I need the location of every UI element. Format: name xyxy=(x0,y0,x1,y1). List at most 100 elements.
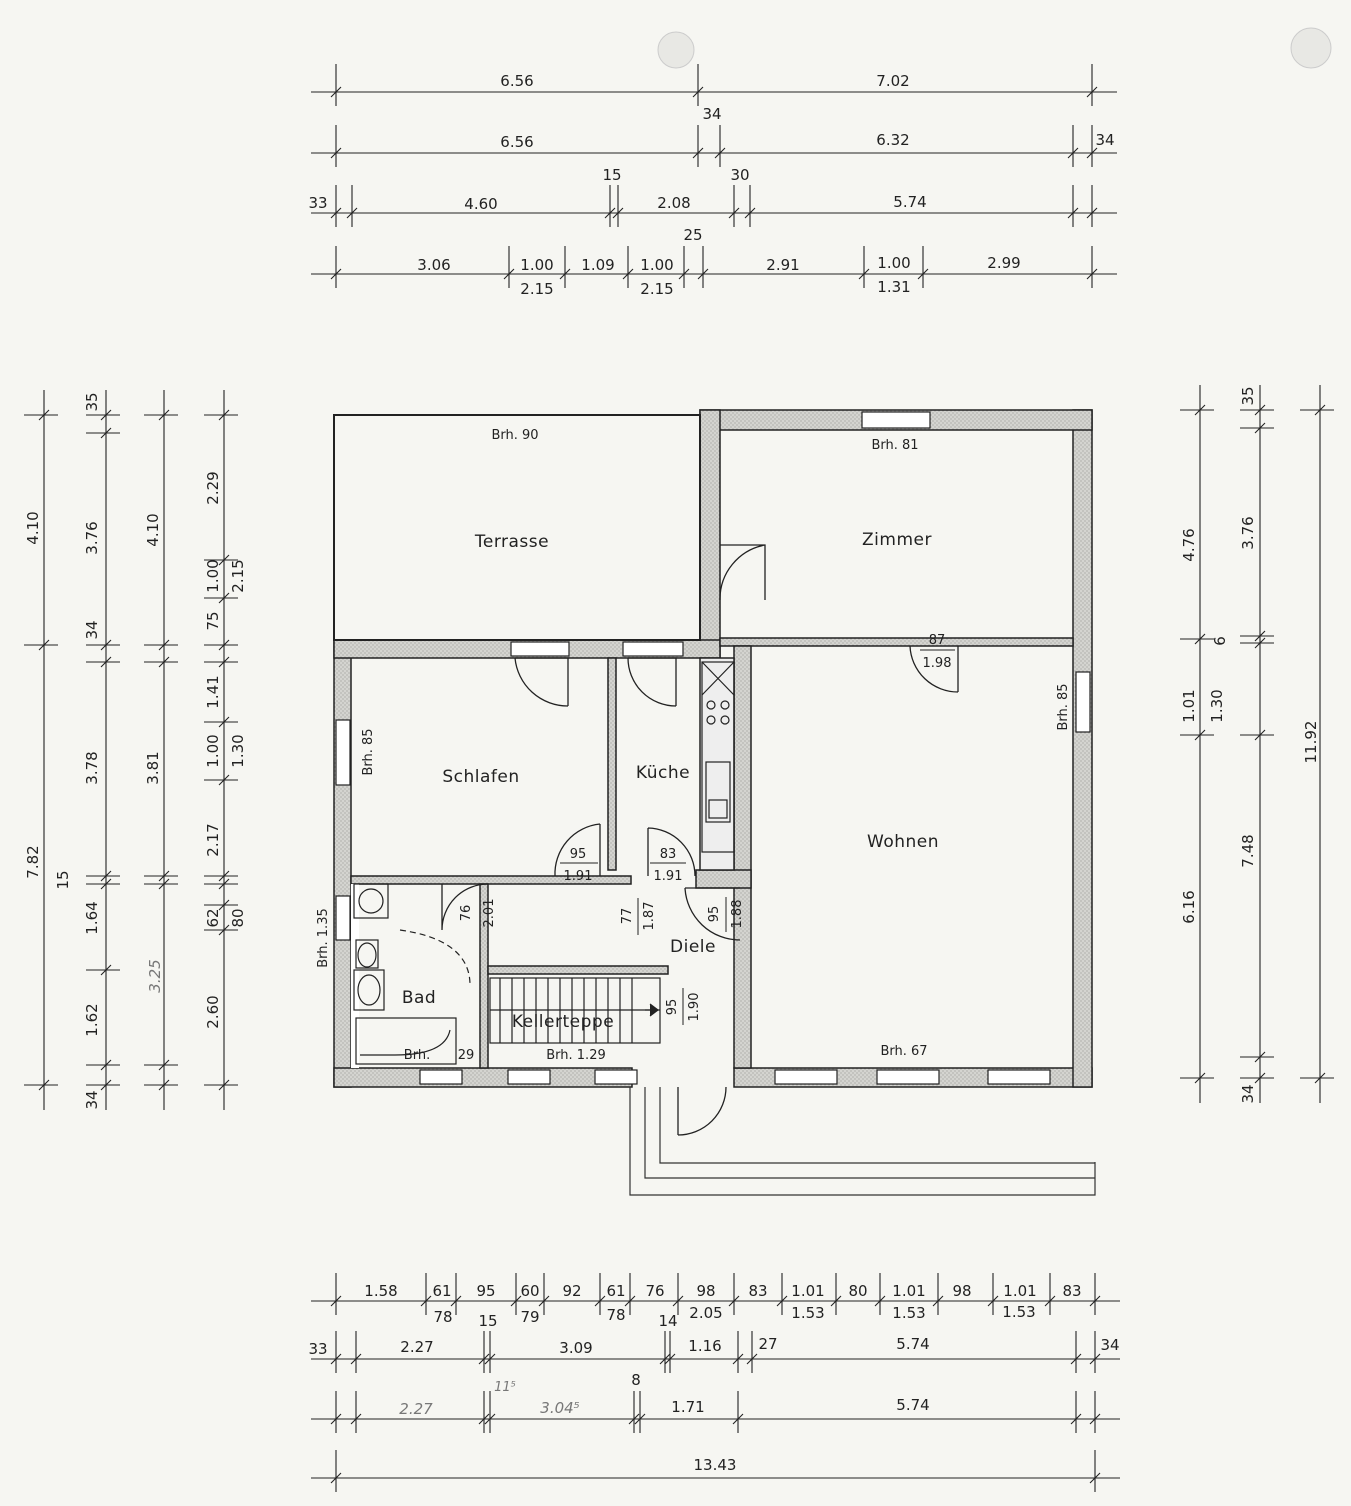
dimension-label: 3.25 xyxy=(146,959,164,992)
dimension-tick xyxy=(1086,268,1098,280)
dimension-tick xyxy=(38,639,50,651)
room-label-schlafen: Schlafen xyxy=(442,767,519,787)
room-label-wohnen: Wohnen xyxy=(867,832,939,852)
dimension-label: 35 xyxy=(1239,386,1257,405)
dimension-label: 83 xyxy=(748,1282,767,1300)
dimension-label: 1.01 xyxy=(1180,689,1198,722)
dimension-label: 6 xyxy=(1211,636,1229,646)
dimension-tick xyxy=(1086,147,1098,159)
dimension-label: 7.48 xyxy=(1239,834,1257,867)
dimension-label: 2.60 xyxy=(204,995,222,1028)
room-label-kueche: Küche xyxy=(636,763,690,783)
dimension-label: 2.27 xyxy=(399,1400,433,1418)
dimension-tick xyxy=(830,1295,842,1307)
dimension-tick xyxy=(1254,637,1266,649)
dimension-tick xyxy=(218,716,230,728)
dimension-label: 11⁵ xyxy=(494,1380,516,1395)
room-labels: Terrasse Zimmer Schlafen Küche Wohnen Di… xyxy=(402,530,939,1032)
dimension-label: 1.71 xyxy=(671,1398,704,1416)
dimension-label: 75 xyxy=(204,611,222,630)
dimension-tick xyxy=(100,964,112,976)
dimension-tick xyxy=(510,1295,522,1307)
brh-wohnen-right: Brh. 85 xyxy=(1056,683,1071,730)
dimension-tick xyxy=(484,1353,496,1365)
dimension-tick xyxy=(330,1413,342,1425)
dimension-label: 3.78 xyxy=(83,751,101,784)
dimension-label: 2.29 xyxy=(204,471,222,504)
dimension-tick xyxy=(1086,86,1098,98)
dimension-label: 34 xyxy=(1239,1084,1257,1103)
dimension-label: 95 xyxy=(476,1282,495,1300)
sill-heights: Brh. 90 Brh. 81 Brh. 85 Brh. 85 Brh. 1.3… xyxy=(316,428,1071,1063)
dimension-tick xyxy=(100,409,112,421)
dimension-label: 2.27 xyxy=(400,1338,433,1356)
dimension-tick xyxy=(728,1295,740,1307)
dimension-label: 78 xyxy=(433,1308,452,1326)
dimension-tick xyxy=(1089,1295,1101,1307)
entry-stoop xyxy=(629,1087,1096,1196)
dimension-tick xyxy=(218,924,230,936)
dimension-label: 25 xyxy=(683,226,702,244)
punch-hole xyxy=(1290,27,1332,69)
dimension-tick xyxy=(218,878,230,890)
door-kueche-height: 1.91 xyxy=(654,869,683,884)
brh-wohnen-bottom: Brh. 67 xyxy=(880,1044,927,1059)
dimension-label: 61 xyxy=(606,1282,625,1300)
dimension-tick xyxy=(858,268,870,280)
dimension-tick xyxy=(732,1413,744,1425)
dimension-tick xyxy=(1254,729,1266,741)
door-dimensions xyxy=(479,649,955,1025)
dimension-label: 60 xyxy=(520,1282,539,1300)
dimension-tick xyxy=(330,147,342,159)
dimension-tick xyxy=(628,1413,640,1425)
dimension-tick xyxy=(594,1295,606,1307)
door-bad-width: 76 xyxy=(459,905,474,922)
room-label-diele: Diele xyxy=(670,937,716,957)
dimension-label: 3.81 xyxy=(144,751,162,784)
door-wohnen-width: 95 xyxy=(707,906,722,923)
dimension-tick xyxy=(622,268,634,280)
dimension-label: 27 xyxy=(758,1335,777,1353)
door-wohnen-height: 1.88 xyxy=(730,900,745,929)
dimension-tick xyxy=(559,268,571,280)
dimension-label: 1.31 xyxy=(877,278,910,296)
dimension-label: 35 xyxy=(83,392,101,411)
dimension-tick xyxy=(1194,729,1206,741)
dimension-label: 1.58 xyxy=(364,1282,397,1300)
dimension-label: 61 xyxy=(432,1282,451,1300)
dimension-tick xyxy=(330,1353,342,1365)
dimension-label: 3.76 xyxy=(1239,516,1257,549)
dimension-label: 1.30 xyxy=(1208,689,1226,722)
dimension-tick xyxy=(484,1413,496,1425)
dimension-tick xyxy=(874,1295,886,1307)
brh-terrasse: Brh. 90 xyxy=(491,428,538,443)
brh-bad-left: Brh. 1.35 xyxy=(316,908,331,967)
dimension-label: 2.99 xyxy=(987,254,1020,272)
dimension-label: 2.08 xyxy=(657,194,690,212)
dimension-label: 33 xyxy=(308,194,327,212)
door-schlafen-width: 95 xyxy=(570,847,587,862)
dimension-label: 4.76 xyxy=(1180,528,1198,561)
dimension-label: 2.91 xyxy=(766,256,799,274)
dimension-tick xyxy=(1254,422,1266,434)
dimension-tick xyxy=(732,1353,744,1365)
dimension-tick xyxy=(1254,1072,1266,1084)
dimension-tick xyxy=(744,207,756,219)
dimension-label: 3.04⁵ xyxy=(540,1399,579,1417)
dimension-label: 79 xyxy=(520,1308,539,1326)
door-zimmer-width: 87 xyxy=(929,633,946,648)
room-label-kellertreppe: Kellerteppe xyxy=(512,1012,614,1032)
staircase xyxy=(489,977,661,1044)
dimension-label: 62 xyxy=(204,908,222,927)
dimension-tick xyxy=(158,409,170,421)
brh-zimmer: Brh. 81 xyxy=(871,438,918,453)
dimension-label: 80 xyxy=(848,1282,867,1300)
dimension-tick xyxy=(158,1079,170,1091)
room-label-bad: Bad xyxy=(402,988,436,1008)
dimension-tick xyxy=(1254,630,1266,642)
dimension-label: 1.62 xyxy=(83,1003,101,1036)
dimension-tick xyxy=(697,268,709,280)
dimension-label: 15 xyxy=(54,870,72,889)
dimension-tick xyxy=(1254,1051,1266,1063)
